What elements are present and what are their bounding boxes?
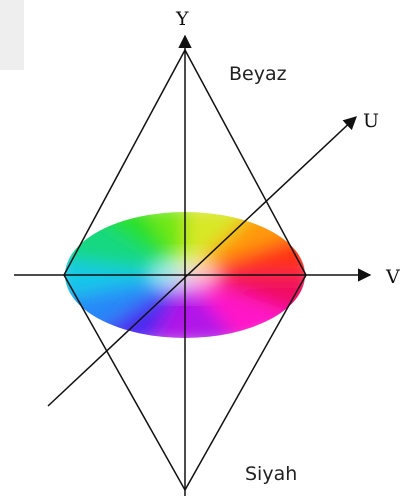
- u-axis: [47, 116, 357, 407]
- upper-left-edge: [63, 49, 186, 276]
- cone-outline: [63, 49, 307, 491]
- v-axis-label: V: [385, 266, 400, 288]
- corner-shade: [0, 0, 24, 70]
- lower-right-edge: [184, 274, 307, 491]
- lower-left-edge: [63, 274, 186, 491]
- y-axis-label: Y: [175, 8, 189, 30]
- white-label: Beyaz: [229, 63, 287, 85]
- u-axis-label: U: [363, 110, 379, 132]
- upper-right-edge: [184, 49, 307, 276]
- black-label: Siyah: [245, 463, 297, 485]
